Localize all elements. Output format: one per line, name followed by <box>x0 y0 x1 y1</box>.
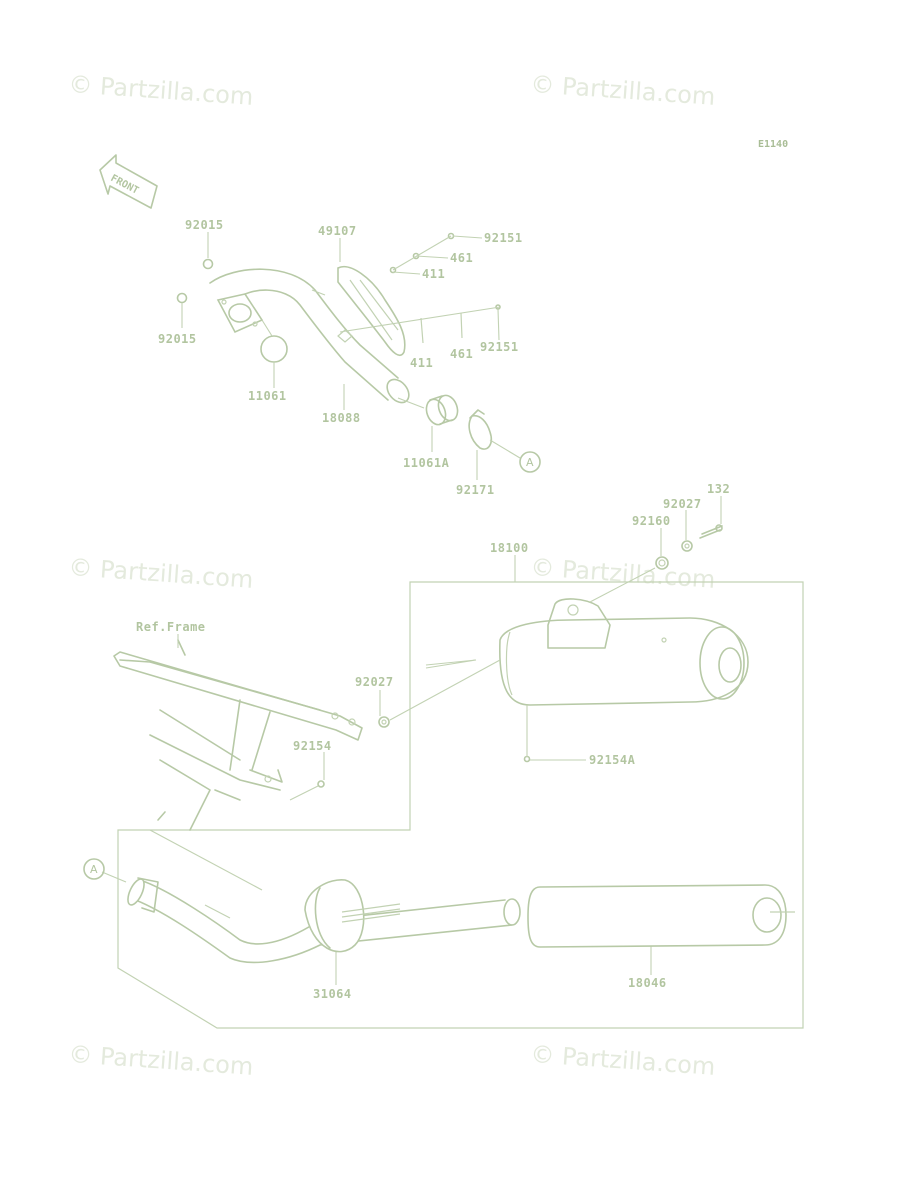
diagram-code: E1140 <box>758 139 788 150</box>
heat-guard-fasteners <box>389 232 501 344</box>
clamp-31064 <box>304 879 401 953</box>
label-92027-top: 92027 <box>663 497 702 511</box>
gasket-92015-bottom <box>176 292 188 304</box>
callout-a-upper <box>519 451 541 473</box>
callout-a-lower-label: A <box>90 863 98 876</box>
label-49107: 49107 <box>318 224 357 238</box>
label-31064: 31064 <box>313 987 352 1001</box>
label-92154: 92154 <box>293 739 332 753</box>
label-92015-top: 92015 <box>185 218 224 232</box>
label-11061: 11061 <box>248 389 287 403</box>
silencer-mount-hardware <box>317 524 723 788</box>
silencer-core-18046 <box>527 884 795 948</box>
label-92154A: 92154A <box>589 753 636 767</box>
callout-a-lower <box>83 858 105 880</box>
reference-frame <box>113 639 363 831</box>
upper-leader-lines <box>181 232 521 480</box>
label-11061A: 11061A <box>403 456 450 470</box>
gasket-92015-top <box>202 258 214 270</box>
mid-pipe-lower <box>127 829 521 964</box>
label-132: 132 <box>707 482 730 496</box>
lower-leader-lines <box>101 496 722 985</box>
watermark-bottom-right: © Partzilla.com <box>530 1040 717 1081</box>
label-461-top: 461 <box>450 251 473 265</box>
assembly-outline-18100 <box>117 581 804 1029</box>
watermark-middle-left: © Partzilla.com <box>68 553 255 594</box>
label-92151-top: 92151 <box>484 231 523 245</box>
label-92160: 92160 <box>632 514 671 528</box>
label-92171: 92171 <box>456 483 495 497</box>
label-18088: 18088 <box>322 411 361 425</box>
heat-guard-49107 <box>311 265 406 357</box>
gasket-11061A <box>425 394 459 426</box>
label-461-bottom: 461 <box>450 347 473 361</box>
silencer-18100 <box>499 598 749 706</box>
label-92151-bottom: 92151 <box>480 340 519 354</box>
gasket-11061 <box>260 335 288 363</box>
front-arrow-icon: FRONT <box>99 154 158 209</box>
ref-frame-label: Ref.Frame <box>136 620 206 634</box>
watermark-middle-right: © Partzilla.com <box>530 553 717 594</box>
label-92015-bottom: 92015 <box>158 332 197 346</box>
watermark-top-left: © Partzilla.com <box>68 70 255 111</box>
label-411-bottom: 411 <box>410 356 433 370</box>
label-92027-mid: 92027 <box>355 675 394 689</box>
callout-a-upper-label: A <box>526 456 534 469</box>
label-18100: 18100 <box>490 541 529 555</box>
watermark-bottom-left: © Partzilla.com <box>68 1040 255 1081</box>
watermark-top-right: © Partzilla.com <box>530 70 717 111</box>
clamp-92171 <box>468 409 493 450</box>
label-18046: 18046 <box>628 976 667 990</box>
label-411-top: 411 <box>422 267 445 281</box>
